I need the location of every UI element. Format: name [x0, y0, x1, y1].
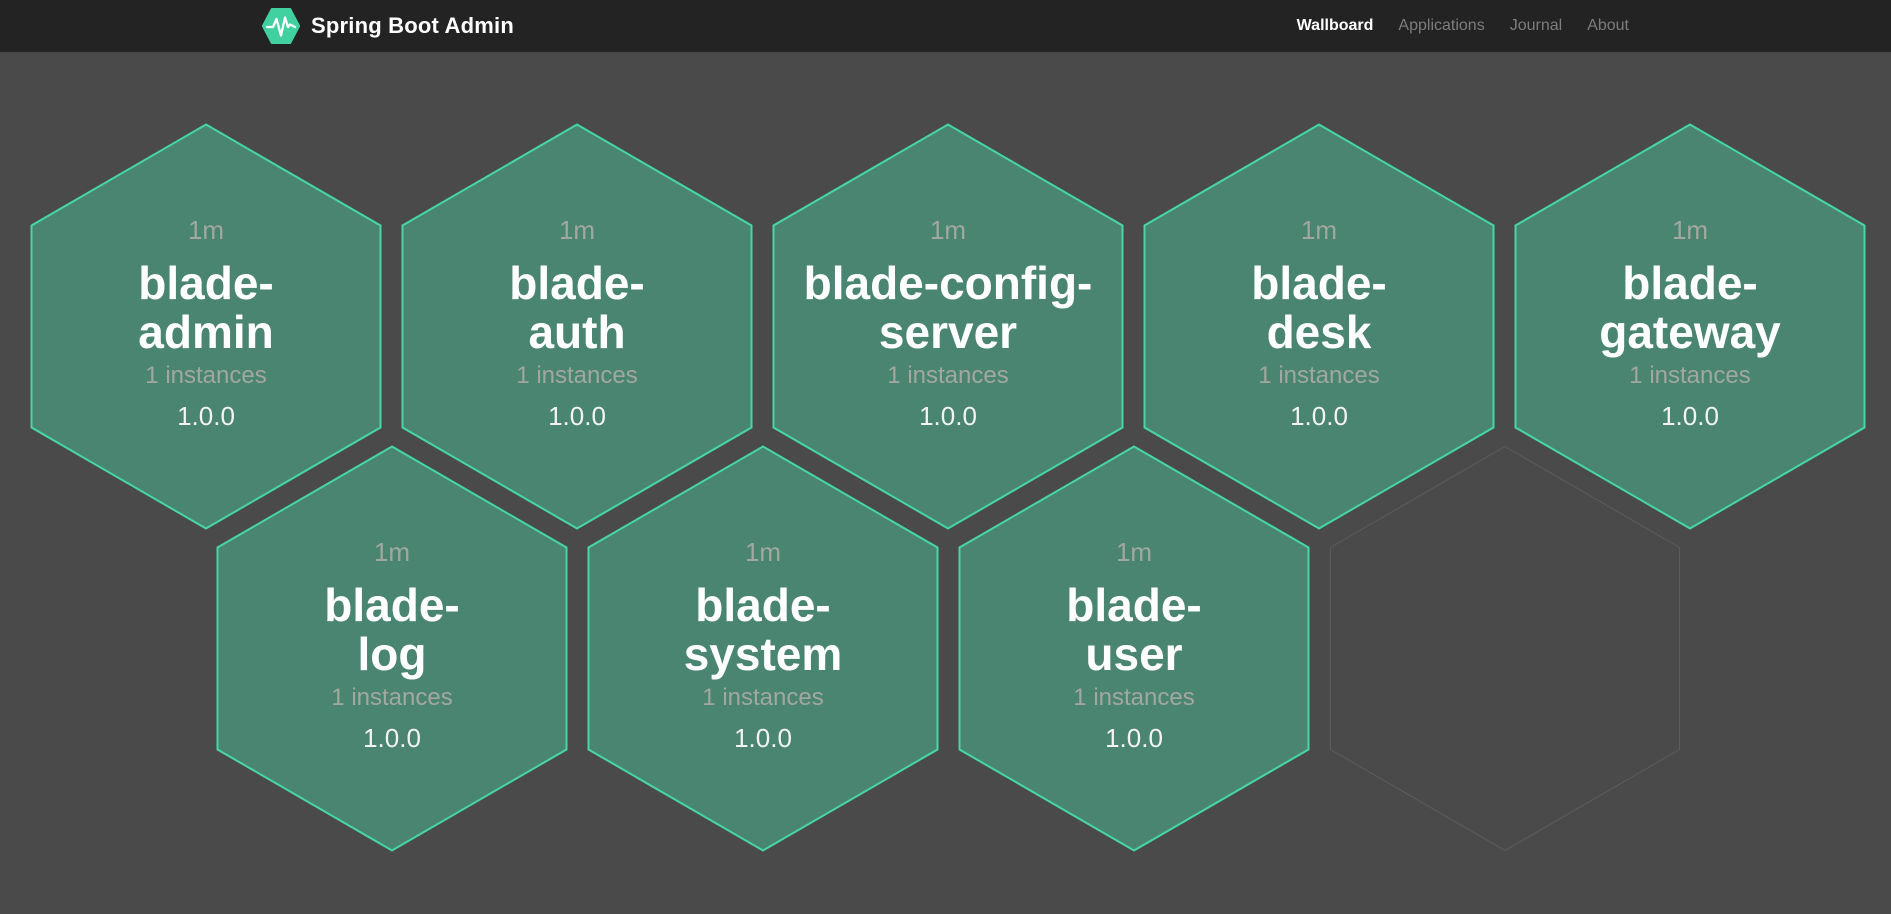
- app-version: 1.0.0: [919, 401, 977, 431]
- hexagon-tile-blade-desk[interactable]: 1m blade-desk 1 instances 1.0.0: [1143, 123, 1495, 530]
- app-uptime: 1m: [373, 537, 411, 567]
- app-uptime: 1m: [187, 215, 225, 245]
- app-version: 1.0.0: [1661, 401, 1719, 431]
- app-instances: 1 instances: [1258, 362, 1380, 389]
- hexagon-tile-blade-system[interactable]: 1m blade-system 1 instances 1.0.0: [587, 445, 939, 852]
- app-name: blade-admin: [30, 259, 382, 357]
- app-instances: 1 instances: [887, 362, 1009, 389]
- app-name: blade-log: [216, 581, 568, 679]
- app-name-line: log: [357, 628, 427, 680]
- hexagon-shape-icon: [1143, 123, 1495, 530]
- header: Spring Boot Admin Wallboard Applications J…: [0, 0, 1891, 52]
- app-version: 1.0.0: [363, 723, 421, 753]
- app-name: blade-system: [587, 581, 939, 679]
- app-instances: 1 instances: [331, 684, 453, 711]
- app-version: 1.0.0: [734, 723, 792, 753]
- hexagon-shape-icon: [30, 123, 382, 530]
- main-nav: Wallboard Applications Journal About: [1297, 17, 1629, 35]
- app-name-line: user: [1085, 628, 1183, 680]
- nav-item-about[interactable]: About: [1587, 17, 1629, 34]
- app-name-line: blade-: [138, 257, 274, 309]
- hexagon-shape-icon: [1330, 445, 1680, 852]
- empty-hexagon: [1329, 445, 1681, 852]
- hexagon-tile-blade-log[interactable]: 1m blade-log 1 instances 1.0.0: [216, 445, 568, 852]
- app-name-line: blade-: [1622, 257, 1758, 309]
- app-instances: 1 instances: [702, 684, 824, 711]
- hexagon-shape-icon: [958, 445, 1310, 852]
- app-instances: 1 instances: [1629, 362, 1751, 389]
- hexagon-shape-icon: [216, 445, 568, 852]
- app-name-line: blade-: [324, 579, 460, 631]
- hexagon-content: 1m blade-admin 1 instances 1.0.0: [30, 123, 382, 530]
- app-name: blade-config-server: [772, 259, 1124, 357]
- nav-item-wallboard[interactable]: Wallboard: [1296, 17, 1374, 34]
- app-name-line: blade-: [695, 579, 831, 631]
- hexagon-shape-icon: [587, 445, 939, 852]
- app-title: Spring Boot Admin: [311, 13, 515, 38]
- app-name-line: server: [878, 306, 1018, 358]
- app-name-line: blade-: [509, 257, 645, 309]
- hexagon-shape-icon: [401, 123, 753, 530]
- app-version: 1.0.0: [177, 401, 235, 431]
- app-name: blade-desk: [1143, 259, 1495, 357]
- app-name-line: gateway: [1599, 306, 1781, 358]
- hexagon-content: 1m blade-gateway 1 instances 1.0.0: [1514, 123, 1866, 530]
- header-container: Spring Boot Admin Wallboard Applications J…: [262, 0, 1629, 52]
- nav-item-applications[interactable]: Applications: [1398, 17, 1485, 34]
- spring-boot-admin-logo-icon: [262, 8, 300, 44]
- app-uptime: 1m: [1671, 215, 1709, 245]
- hexagon-tile-blade-gateway[interactable]: 1m blade-gateway 1 instances 1.0.0: [1514, 123, 1866, 530]
- app-instances: 1 instances: [516, 362, 638, 389]
- app-uptime: 1m: [558, 215, 596, 245]
- app-instances: 1 instances: [145, 362, 267, 389]
- app-name: blade-user: [958, 581, 1310, 679]
- app-name: blade-auth: [401, 259, 753, 357]
- app-uptime: 1m: [1300, 215, 1338, 245]
- brand-link[interactable]: Spring Boot Admin: [262, 0, 514, 52]
- app-version: 1.0.0: [548, 401, 606, 431]
- app-instances: 1 instances: [1073, 684, 1195, 711]
- hexagon-tile-blade-admin[interactable]: 1m blade-admin 1 instances 1.0.0: [30, 123, 382, 530]
- app-name-line: blade-config-: [803, 257, 1093, 309]
- nav-item-journal[interactable]: Journal: [1509, 17, 1563, 34]
- hexagon-content: 1m blade-system 1 instances 1.0.0: [587, 445, 939, 852]
- app-name-line: blade-: [1251, 257, 1387, 309]
- app-uptime: 1m: [1115, 537, 1153, 567]
- app-name: blade-gateway: [1514, 259, 1866, 357]
- app-uptime: 1m: [744, 537, 782, 567]
- hexagon-content: 1m blade-user 1 instances 1.0.0: [958, 445, 1310, 852]
- app-name-line: desk: [1266, 306, 1372, 358]
- hexagon-shape-icon: [772, 123, 1124, 530]
- app-version: 1.0.0: [1105, 723, 1163, 753]
- hexagon-content: 1m blade-desk 1 instances 1.0.0: [1143, 123, 1495, 530]
- pulse-line-icon: [265, 16, 297, 37]
- app-name-line: auth: [528, 306, 626, 358]
- app-name-line: system: [683, 628, 843, 680]
- app-version: 1.0.0: [1290, 401, 1348, 431]
- app-name-line: admin: [138, 306, 274, 358]
- hexagon-shape-icon: [1514, 123, 1866, 530]
- app-uptime: 1m: [929, 215, 967, 245]
- hexagon-tile-blade-config-server[interactable]: 1m blade-config-server 1 instances 1.0.0: [772, 123, 1124, 530]
- hexagon-content: 1m blade-log 1 instances 1.0.0: [216, 445, 568, 852]
- hexagon-tile-blade-auth[interactable]: 1m blade-auth 1 instances 1.0.0: [401, 123, 753, 530]
- hexagon-content: 1m blade-config-server 1 instances 1.0.0: [772, 123, 1124, 530]
- hexagon-tile-blade-user[interactable]: 1m blade-user 1 instances 1.0.0: [958, 445, 1310, 852]
- app-name-line: blade-: [1066, 579, 1202, 631]
- hexagon-content: 1m blade-auth 1 instances 1.0.0: [401, 123, 753, 530]
